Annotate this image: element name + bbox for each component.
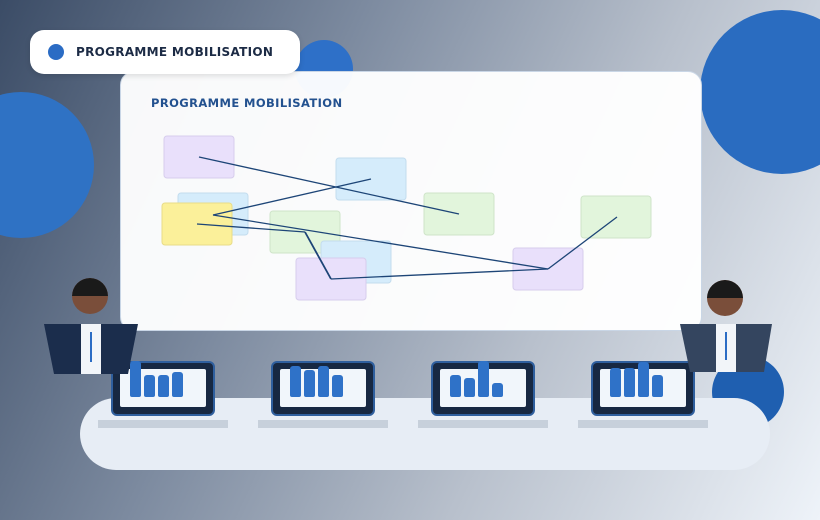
bar-chart-icon-bar: [638, 362, 649, 397]
bar-chart-icon-bar: [158, 375, 169, 397]
connectors: [196, 156, 618, 280]
connector-6: [330, 268, 549, 280]
person-left-body: [44, 324, 138, 374]
connector-1: [198, 156, 460, 215]
bar-chart-icon-bar: [332, 375, 343, 397]
laptop-3: [431, 361, 535, 416]
laptop-2: [271, 361, 375, 416]
connector-5: [304, 231, 332, 280]
person-right: [680, 280, 772, 374]
connector-4: [196, 223, 306, 233]
dot-icon: [48, 44, 64, 60]
person-right-body: [680, 324, 772, 372]
decorative-circle-right: [700, 10, 820, 174]
laptop-4: [591, 361, 695, 416]
network-diagram: [161, 135, 652, 301]
whiteboard: PROGRAMME MOBILISATION: [120, 71, 702, 331]
bar-chart-icon-bar: [492, 383, 503, 397]
bar-chart-icon-bar: [450, 375, 461, 397]
board-title: PROGRAMME MOBILISATION: [151, 96, 343, 110]
bar-chart-icon-bar: [464, 378, 475, 397]
bar-chart-icon-bar: [290, 366, 301, 397]
person-left-head: [72, 278, 108, 314]
bar-chart-icon-bar: [318, 366, 329, 397]
bar-chart-icon-bar: [130, 361, 141, 397]
laptop-base-1: [98, 420, 228, 428]
connector-3: [212, 214, 549, 270]
person-right-head: [707, 280, 743, 316]
person-left: [44, 278, 138, 376]
connector-7: [547, 216, 618, 270]
laptop-base-2: [258, 420, 388, 428]
bar-chart-icon-bar: [478, 361, 489, 397]
bar-chart-icon-bar: [610, 368, 621, 397]
decorative-circle-left: [0, 92, 94, 238]
bar-chart-icon-bar: [624, 368, 635, 397]
bar-chart-icon-bar: [144, 375, 155, 397]
title-pill: PROGRAMME MOBILISATION: [30, 30, 300, 74]
bar-chart-icon-bar: [304, 370, 315, 397]
laptop-base-4: [578, 420, 708, 428]
bar-chart-icon-bar: [172, 372, 183, 397]
connector-2: [212, 178, 372, 216]
bar-chart-icon-bar: [652, 375, 663, 397]
title-pill-label: PROGRAMME MOBILISATION: [76, 45, 274, 59]
laptop-base-3: [418, 420, 548, 428]
